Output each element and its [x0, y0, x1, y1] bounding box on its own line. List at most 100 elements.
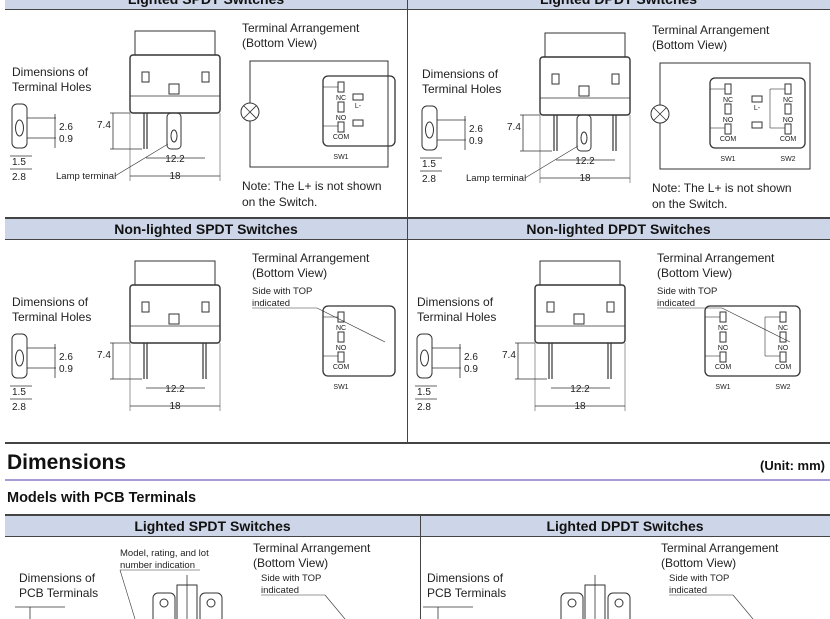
side-top-label: indicated — [261, 585, 299, 596]
terminal-arrangement-label: Terminal Arrangement — [252, 251, 370, 265]
model-indication-label: number indication — [120, 560, 195, 571]
nc-label: NC — [778, 325, 788, 332]
header-lighted-dpdt: Lighted DPDT Switches — [407, 0, 830, 10]
dim-1-5: 1.5 — [417, 387, 431, 398]
switch-label: SW1 — [333, 154, 348, 161]
switch-label: SW2 — [780, 156, 795, 163]
terminal-arrangement-label: (Bottom View) — [661, 556, 736, 570]
drawing-line — [114, 143, 169, 177]
drawing-shape — [166, 112, 182, 150]
dim-2-8: 2.8 — [422, 174, 436, 185]
holes-label: Dimensions of — [417, 295, 494, 309]
drawing-shape — [337, 121, 345, 133]
hole-icon — [425, 121, 434, 139]
drawing-line — [721, 307, 791, 343]
pcb-label: Dimensions of — [427, 571, 504, 585]
side-top-label: Side with TOP — [657, 286, 717, 297]
dim-12-2: 12.2 — [165, 384, 185, 395]
lamp-minus-label: L- — [754, 105, 761, 112]
no-label: NO — [718, 345, 729, 352]
dim-1-5: 1.5 — [12, 387, 26, 398]
com-label: COM — [333, 134, 350, 141]
drawing-shape — [201, 301, 210, 313]
drawing-shape — [551, 73, 560, 85]
drawing-shape — [544, 32, 626, 58]
drawing-shape — [421, 105, 438, 151]
pcb-label: PCB Terminals — [427, 586, 506, 600]
dim-18: 18 — [169, 401, 181, 412]
dim-18: 18 — [579, 173, 591, 184]
unit-label: (Unit: mm) — [760, 458, 825, 473]
dim-0-9: 0.9 — [464, 364, 478, 375]
drawing-shape — [724, 123, 732, 135]
divider — [5, 442, 830, 444]
drawing-shape — [779, 351, 787, 363]
holes-label: Terminal Holes — [12, 310, 91, 324]
header-pcb-lighted-spdt: Lighted SPDT Switches — [5, 516, 420, 537]
drawing-shape — [152, 592, 176, 619]
terminal-arrangement-label: (Bottom View) — [657, 266, 732, 280]
drawing-shape — [719, 311, 727, 323]
drawing-line — [316, 307, 386, 343]
drawing-shape — [546, 301, 555, 313]
drawing-shape — [724, 83, 732, 95]
dim-2-6: 2.6 — [469, 124, 483, 135]
drawing-shape — [337, 331, 345, 343]
drawing-shape — [607, 592, 631, 619]
dim-0-9: 0.9 — [59, 364, 73, 375]
drawing-line — [324, 594, 346, 619]
note-text: Note: The L+ is not shown — [652, 181, 792, 195]
holes-label: Terminal Holes — [417, 310, 496, 324]
drawing-shape — [751, 95, 763, 103]
lamp-terminal-label: Lamp terminal — [466, 173, 526, 184]
drawing-shape — [784, 103, 792, 115]
drawing-shape — [416, 333, 433, 379]
pcb-label: PCB Terminals — [19, 586, 98, 600]
drawing-shape — [539, 260, 621, 286]
no-label: NO — [336, 345, 347, 352]
nc-label: NC — [723, 97, 733, 104]
drawing-line — [524, 145, 579, 179]
switch-label: SW1 — [333, 384, 348, 391]
nc-label: NC — [336, 95, 346, 102]
dim-2-6: 2.6 — [59, 352, 73, 363]
lamp-terminal-label: Lamp terminal — [56, 171, 116, 182]
dim-0-9: 0.9 — [59, 134, 73, 145]
nc-label: NC — [783, 97, 793, 104]
no-label: NO — [778, 345, 789, 352]
dim-2-8: 2.8 — [417, 402, 431, 413]
drawing-shape — [352, 93, 364, 101]
holes-label: Dimensions of — [12, 65, 89, 79]
side-top-label: Side with TOP — [252, 286, 312, 297]
drawing-line — [653, 107, 667, 121]
dim-18: 18 — [169, 171, 181, 182]
dim-18: 18 — [574, 401, 586, 412]
terminal-arrangement-label: (Bottom View) — [253, 556, 328, 570]
drawing-line — [119, 569, 136, 619]
drawing-shape — [337, 101, 345, 113]
com-label: COM — [720, 136, 737, 143]
dim-7-4: 7.4 — [97, 350, 111, 361]
holes-label: Dimensions of — [12, 295, 89, 309]
terminal-arrangement-label: Terminal Arrangement — [253, 541, 371, 555]
drawing-shape — [606, 301, 615, 313]
drawing-shape — [141, 71, 150, 83]
drawing-shape — [719, 351, 727, 363]
terminal-arrangement-label: (Bottom View) — [652, 38, 727, 52]
drawing-shape — [784, 123, 792, 135]
title-rule — [5, 479, 830, 481]
drawing-shape — [534, 284, 626, 344]
com-label: COM — [780, 136, 797, 143]
hole-icon — [15, 119, 24, 137]
drawing-shape — [352, 119, 364, 127]
lamp-minus-label: L- — [355, 103, 362, 110]
terminal-arrangement-label: (Bottom View) — [252, 266, 327, 280]
switch-label: SW1 — [715, 384, 730, 391]
drawing-shape — [751, 121, 763, 129]
drawing-shape — [11, 333, 28, 379]
header-lighted-spdt: Lighted SPDT Switches — [5, 0, 407, 10]
holes-label: Dimensions of — [422, 67, 499, 81]
header-pcb-lighted-dpdt: Lighted DPDT Switches — [420, 516, 830, 537]
com-label: COM — [715, 364, 732, 371]
dim-12-2: 12.2 — [575, 156, 595, 167]
